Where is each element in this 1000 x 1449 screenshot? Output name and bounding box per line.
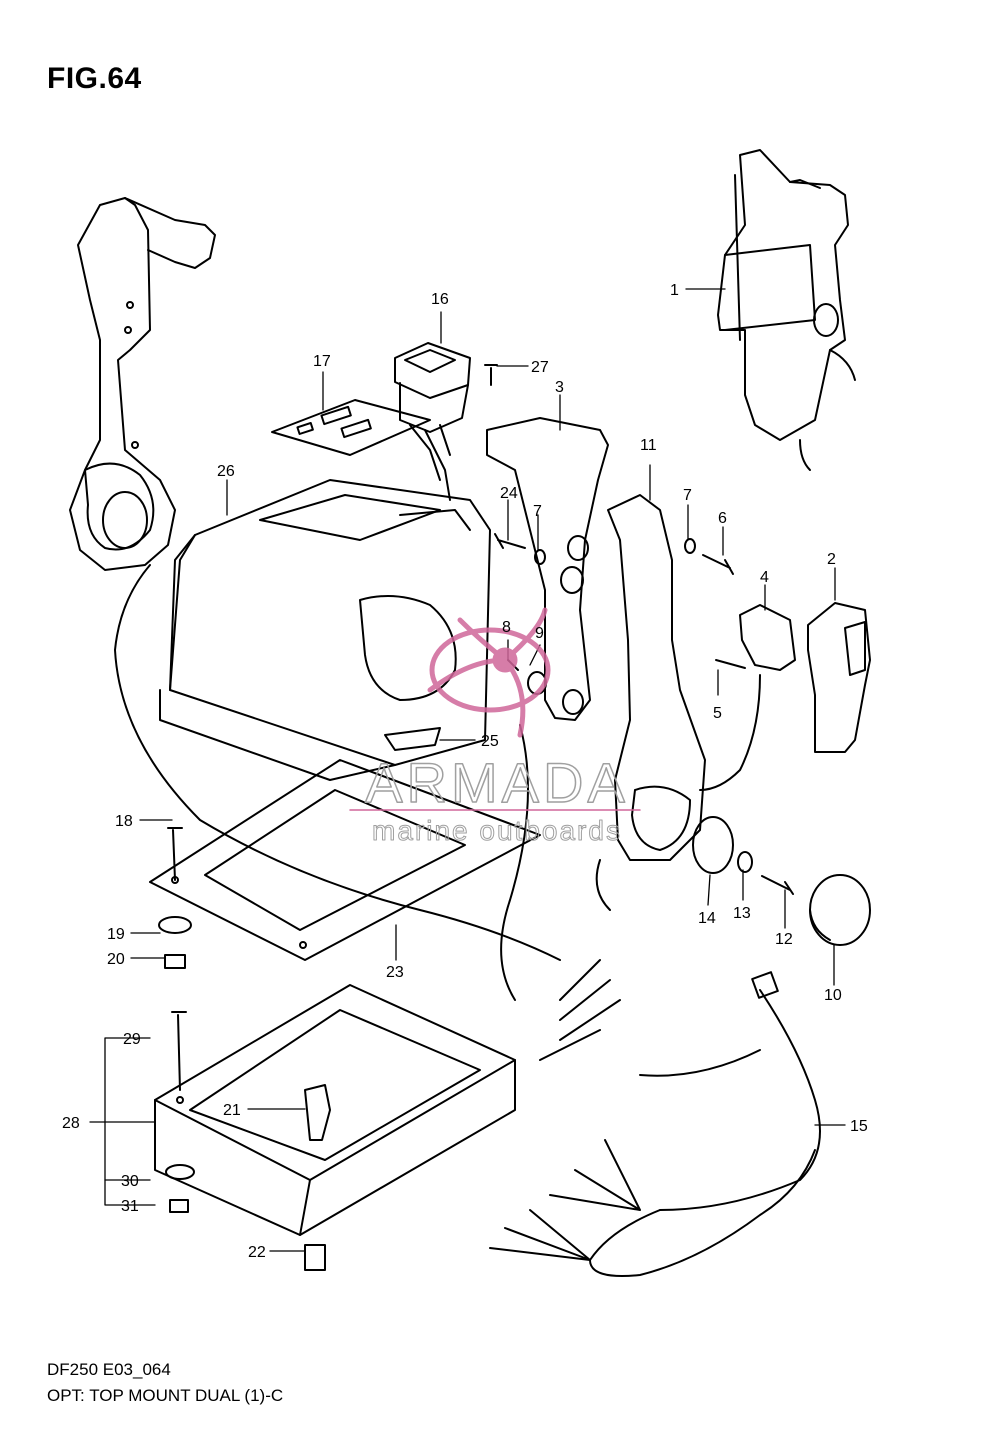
- watermark-logo: [427, 607, 551, 738]
- callout-8: 8: [502, 619, 511, 636]
- clip-22: [304, 1244, 326, 1271]
- watermark-subtitle: marine outboards: [372, 815, 622, 846]
- footer-model: DF250 E03_064: [47, 1360, 171, 1379]
- callout-21: 21: [223, 1102, 241, 1119]
- left-lever-arm: [69, 197, 216, 571]
- bolt-18: [167, 827, 183, 881]
- mounting-base: [154, 984, 516, 1236]
- screw-12: [761, 875, 794, 895]
- callout-20: 20: [107, 951, 125, 968]
- callout-7a: 7: [533, 503, 542, 520]
- callout-1: 1: [670, 282, 679, 299]
- callout-5: 5: [713, 705, 722, 722]
- screw-27: [484, 364, 498, 386]
- callout-6: 6: [718, 510, 727, 527]
- callout-29: 29: [123, 1031, 141, 1048]
- callout-7b: 7: [683, 487, 692, 504]
- bracket-25: [384, 727, 441, 751]
- callout-23: 23: [386, 964, 404, 981]
- neutral-switch: [699, 604, 796, 791]
- washer-19: [158, 916, 192, 934]
- rocker-switch: [394, 342, 471, 501]
- washer-30: [165, 1164, 195, 1180]
- callout-22: 22: [248, 1244, 266, 1261]
- callout-14: 14: [698, 910, 716, 927]
- callout-25: 25: [481, 733, 499, 750]
- friction-disc: [692, 816, 734, 874]
- washer-7b: [684, 538, 696, 554]
- watermark-title: ARMADA: [365, 751, 629, 814]
- callout-24: 24: [500, 485, 518, 502]
- screw-5: [715, 659, 746, 669]
- callout-2: 2: [827, 551, 836, 568]
- footer-caption: OPT: TOP MOUNT DUAL (1)-C: [47, 1386, 284, 1405]
- callout-18: 18: [115, 813, 133, 830]
- switch-plate: [271, 399, 431, 456]
- callout-27: 27: [531, 359, 549, 376]
- callout-11: 11: [640, 437, 657, 454]
- wiring-harness: [489, 724, 821, 1277]
- callout-numbers: 1 2 3 4 5 6 7 7 8 9 10 11 12 13 14 15 16…: [62, 282, 868, 1261]
- callout-4: 4: [760, 569, 769, 586]
- callout-12: 12: [775, 931, 793, 948]
- callout-3: 3: [555, 379, 564, 396]
- washer-7a: [534, 549, 546, 565]
- callout-17: 17: [313, 353, 331, 370]
- shift-lever: [486, 417, 609, 721]
- callout-13: 13: [733, 905, 751, 922]
- cap-10: [809, 874, 871, 946]
- cover-housing: [159, 479, 491, 781]
- callout-15: 15: [850, 1118, 868, 1135]
- bolt-24: [494, 533, 526, 549]
- figure-title: FIG.64: [47, 62, 142, 95]
- callout-28: 28: [62, 1115, 80, 1132]
- callout-19: 19: [107, 926, 125, 943]
- left-lever-cable: [114, 564, 561, 961]
- bolt-29: [171, 1011, 187, 1091]
- callout-26: 26: [217, 463, 235, 480]
- washer-13: [737, 851, 753, 873]
- clip-21: [304, 1084, 331, 1141]
- callout-31: 31: [121, 1198, 139, 1215]
- callout-16: 16: [431, 291, 449, 308]
- nut-20: [164, 954, 186, 969]
- throttle-lever-arm: [607, 494, 706, 861]
- nut-31: [169, 1199, 189, 1213]
- bolt-6: [702, 554, 734, 575]
- callout-30: 30: [121, 1173, 139, 1190]
- grip-knob: [807, 602, 871, 753]
- callout-10: 10: [824, 987, 842, 1004]
- control-unit-assembly: [717, 149, 856, 471]
- callout-9: 9: [535, 625, 544, 642]
